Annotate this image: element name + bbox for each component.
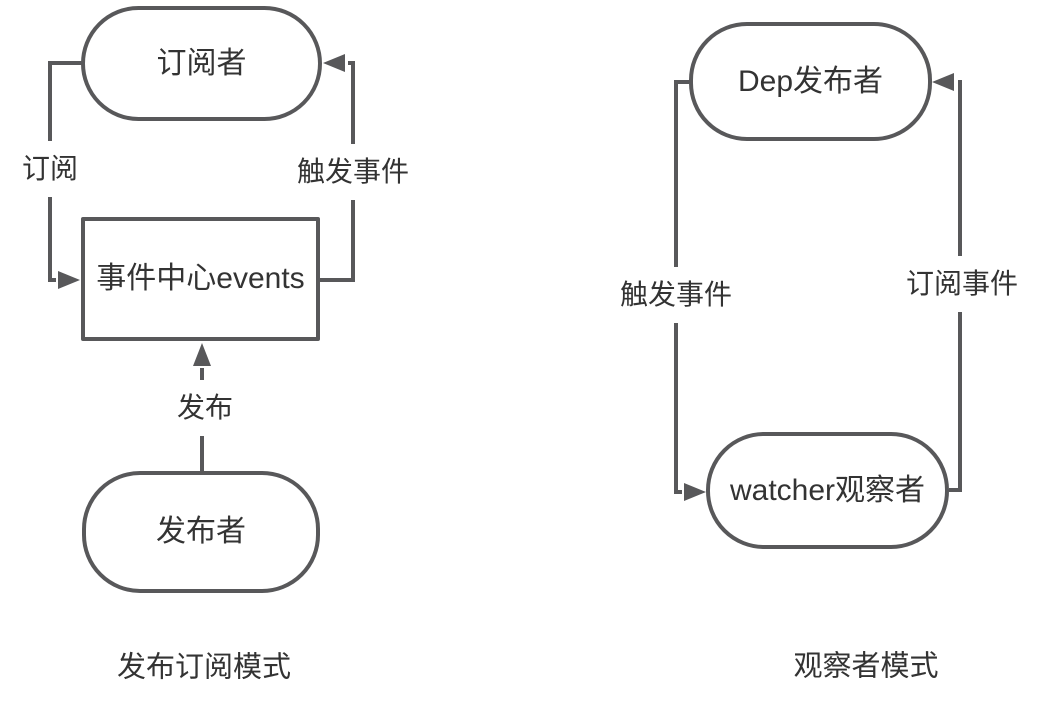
edge-label-trigger-left: 触发事件 [290, 144, 416, 200]
edge-label-publish: 发布 [170, 380, 240, 436]
node-watcher-observer-label: watcher观察者 [729, 473, 926, 507]
node-event-center: 事件中心events [81, 217, 320, 341]
edge-subscribe-arrowhead-icon [58, 271, 80, 289]
edge-label-subscribe-event: 订阅事件 [899, 256, 1025, 312]
edge-trigger-right-arrowhead-icon [684, 483, 706, 501]
node-watcher-observer: watcher观察者 [706, 432, 949, 549]
edge-label-trigger-right: 触发事件 [613, 267, 739, 323]
node-event-center-label: 事件中心events [96, 262, 305, 295]
node-dep-publisher-label: Dep发布者 [737, 64, 884, 98]
node-subscriber: 订阅者 [81, 6, 322, 121]
node-dep-publisher: Dep发布者 [689, 22, 932, 141]
node-publisher-label: 发布者 [156, 515, 246, 548]
caption-publish-subscribe-pattern: 发布订阅模式 [116, 651, 292, 684]
edge-trigger-left-arrowhead-icon [323, 54, 345, 72]
edge-publish-arrowhead-icon [193, 343, 211, 366]
node-publisher: 发布者 [82, 471, 320, 593]
node-subscriber-label: 订阅者 [156, 46, 247, 80]
caption-observer-pattern: 观察者模式 [793, 650, 939, 683]
edge-subscribe-event-arrowhead-icon [932, 73, 954, 91]
edge-label-subscribe: 订阅 [15, 141, 85, 197]
